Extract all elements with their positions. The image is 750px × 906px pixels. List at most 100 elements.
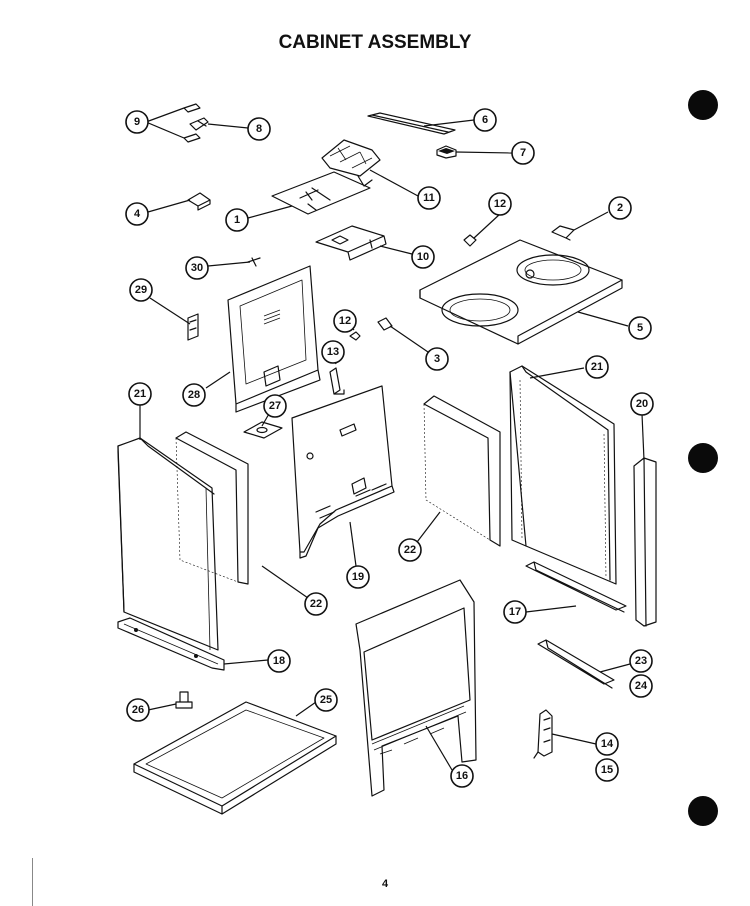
- callout-20: 20: [630, 392, 654, 416]
- part-9-bottom: [183, 133, 201, 143]
- callout-4: 4: [125, 202, 149, 226]
- svg-text:9: 9: [134, 116, 140, 128]
- callout-16: 15: [595, 758, 619, 782]
- svg-text:8: 8: [256, 123, 262, 135]
- svg-text:30: 30: [191, 262, 203, 274]
- svg-text:29: 29: [135, 284, 147, 296]
- svg-text:26: 26: [132, 704, 144, 716]
- callout-26: 26: [126, 698, 150, 722]
- part-1: [271, 171, 371, 215]
- part-21-right: [509, 365, 617, 585]
- callout-23: 23: [629, 649, 653, 673]
- part-8: [189, 117, 209, 131]
- callout-25: 25: [314, 688, 338, 712]
- svg-text:23: 23: [635, 655, 647, 667]
- svg-text:25: 25: [320, 694, 332, 706]
- leader-lines: [139, 107, 645, 771]
- part-23-24: [537, 639, 615, 689]
- part-10: [315, 225, 387, 261]
- svg-text:22: 22: [310, 598, 322, 610]
- callout-22-center: 22: [398, 538, 422, 562]
- callout-18: 18: [267, 649, 291, 673]
- binder-hole-bottom: [688, 796, 718, 826]
- svg-text:27: 27: [269, 400, 281, 412]
- callout-9: 9: [125, 110, 149, 134]
- callout-11: 11: [417, 186, 441, 210]
- part-22-left: [175, 431, 249, 585]
- margin-line: [32, 858, 33, 906]
- part-20: [633, 457, 657, 627]
- callout-3: 3: [425, 347, 449, 371]
- callout-2: 2: [608, 196, 632, 220]
- svg-text:14: 14: [601, 738, 614, 750]
- part-11: [321, 139, 381, 177]
- svg-text:21: 21: [134, 388, 146, 400]
- callout-5: 5: [628, 316, 652, 340]
- callout-15: 14: [595, 732, 619, 756]
- part-13: [329, 367, 345, 395]
- svg-text:4: 4: [134, 208, 141, 220]
- part-28: [227, 265, 321, 413]
- part-12-top: [463, 234, 477, 247]
- callout-10: 10: [411, 245, 435, 269]
- part-12-mid: [349, 331, 361, 341]
- part-30: [247, 257, 261, 267]
- part-6: [367, 112, 456, 135]
- part-9-top: [183, 103, 201, 113]
- part-19: [291, 385, 393, 553]
- part-15-16: [537, 709, 553, 757]
- callout-14: 16: [450, 764, 474, 788]
- part-drawings: [117, 103, 657, 815]
- part-21-left: [117, 437, 219, 651]
- part-4: [187, 192, 211, 211]
- callout-29: 29: [129, 278, 153, 302]
- callout-24: 24: [629, 674, 653, 698]
- part-17: [525, 561, 627, 613]
- svg-text:5: 5: [637, 322, 643, 334]
- svg-text:19: 19: [352, 571, 364, 583]
- callout-22-left: 22: [304, 592, 328, 616]
- callout-21-left: 21: [128, 382, 152, 406]
- callout-13: 13: [321, 340, 345, 364]
- callout-12-mid: 12: [333, 309, 357, 333]
- callout-12-top: 12: [488, 192, 512, 216]
- svg-text:21: 21: [591, 361, 603, 373]
- svg-text:22: 22: [404, 544, 416, 556]
- diagram-title: CABINET ASSEMBLY: [278, 32, 472, 53]
- part-2: [551, 225, 575, 241]
- part-29: [187, 313, 199, 341]
- svg-text:6: 6: [482, 114, 488, 126]
- svg-text:11: 11: [423, 192, 435, 204]
- part-7: [436, 145, 457, 159]
- svg-text:15: 15: [601, 764, 613, 776]
- svg-text:7: 7: [520, 147, 526, 159]
- callout-21-right: 21: [585, 355, 609, 379]
- callout-30: 30: [185, 256, 209, 280]
- part-27: [243, 421, 283, 439]
- svg-text:18: 18: [273, 655, 285, 667]
- callout-17: 17: [503, 600, 527, 624]
- svg-text:16: 16: [456, 770, 468, 782]
- part-22-center: [423, 395, 501, 547]
- callout-19: 19: [346, 565, 370, 589]
- callout-27: 27: [263, 394, 287, 418]
- callouts: 9 8 6 7 11 4 1 12 2 10 30 29 12 5 13 3 2…: [125, 108, 654, 788]
- part-26: [175, 691, 193, 709]
- part-14: [355, 579, 477, 797]
- svg-text:20: 20: [636, 398, 648, 410]
- binder-hole-middle: [688, 443, 718, 473]
- callout-1: 1: [225, 208, 249, 232]
- part-18: [117, 617, 225, 671]
- svg-text:3: 3: [434, 353, 440, 365]
- svg-text:1: 1: [234, 214, 240, 226]
- svg-text:10: 10: [417, 251, 429, 263]
- part-3: [377, 317, 393, 331]
- svg-text:2: 2: [617, 202, 623, 214]
- callout-7: 7: [511, 141, 535, 165]
- page-number: 4: [381, 878, 389, 890]
- svg-text:28: 28: [188, 389, 200, 401]
- svg-text:24: 24: [635, 680, 648, 692]
- svg-text:17: 17: [509, 606, 521, 618]
